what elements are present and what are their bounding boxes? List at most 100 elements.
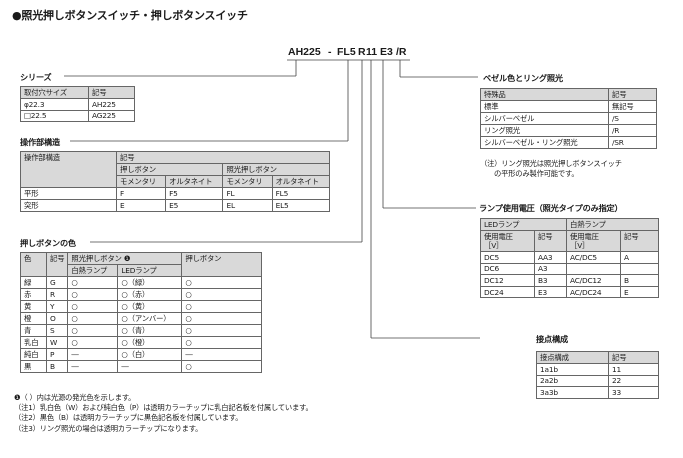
table-cell: ○ [67, 324, 119, 337]
table-cell: O [45, 312, 69, 325]
table-cell: 純白 [20, 348, 47, 361]
table-header-row: 色 記号 照光押しボタン ❶ 押しボタン [20, 252, 262, 277]
table-cell: G [45, 276, 69, 289]
table-cell: ○（赤） [117, 288, 183, 301]
header-cell: 記号 [116, 151, 330, 164]
table-row: 平形 F F5 FL FL5 [20, 187, 331, 200]
table-cell [620, 262, 659, 276]
footnotes: ❶（ ）内は光源の発光色を示します。 （注1）乳白色（W）および純白色（P）は透… [14, 393, 313, 434]
table-cell: /SR [608, 136, 657, 149]
table-cell: φ22.3 [20, 98, 89, 111]
table-cell: 黒 [20, 360, 47, 373]
code-voltage: E3 [380, 46, 393, 58]
table-cell: /S [608, 112, 657, 125]
table-cell: B3 [534, 274, 567, 287]
table-cell: F [115, 187, 167, 200]
contacts-heading: 接点構成 [536, 334, 568, 344]
header-cell: 記号 [88, 86, 135, 99]
table-cell: ○（緑） [117, 276, 183, 289]
page-title: ●照光押しボタンスイッチ・押しボタンスイッチ [12, 9, 248, 22]
table-cell: EL5 [271, 199, 331, 212]
table-cell: R [45, 288, 69, 301]
table-cell: ○ [181, 324, 262, 337]
header-cell: 照光押しボタン [222, 163, 330, 176]
table-cell: ○（橙） [117, 336, 183, 349]
table-cell: ○ [181, 312, 262, 325]
table-cell: EL [222, 199, 273, 212]
table-cell: 3a3b [536, 386, 609, 399]
table-row: φ22.3 AH225 [20, 98, 135, 111]
table-cell: □22.5 [20, 109, 89, 123]
table-cell: B [45, 360, 69, 373]
table-cell: FL [222, 187, 273, 200]
table-cell: E [620, 285, 659, 299]
table-cell: ○ [67, 336, 119, 349]
table-cell: ○ [181, 360, 262, 373]
series-heading: シリーズ [20, 72, 52, 82]
table-cell: W [45, 336, 69, 349]
table-cell [566, 262, 621, 276]
header-cell: モメンタリ [115, 175, 167, 188]
table-cell: S [45, 324, 69, 337]
code-bezel: /R [396, 46, 407, 58]
table-cell: B [620, 274, 659, 287]
table-header-row: 接点構成 記号 [536, 351, 659, 364]
header-cell: 使用電圧［V］ [480, 230, 535, 252]
header-cell: 記号 [608, 351, 659, 364]
color-heading: 押しボタンの色 [20, 238, 76, 248]
table-cell: ○ [67, 300, 119, 313]
table-cell: 乳白 [20, 336, 47, 349]
header-cell: 特殊品 [480, 88, 609, 101]
table-cell: 標準 [480, 100, 609, 113]
table-cell: 突形 [20, 199, 117, 212]
table-cell: 22 [608, 374, 659, 388]
bezel-heading: ベゼル色とリング照光 [483, 73, 563, 83]
bezel-table: 特殊品 記号 標準無記号 シルバーベゼル/S リング照光/R シルバーベゼル・リ… [480, 88, 657, 149]
header-cell: 記号 [45, 252, 69, 277]
table-cell: ― [181, 348, 262, 361]
table-cell: 赤 [20, 288, 47, 301]
table-header-row: LEDランプ 白熱ランプ [480, 218, 659, 231]
table-cell: F5 [165, 187, 224, 200]
unit-text: ［V］ [570, 241, 590, 250]
table-cell: ○（黄） [117, 300, 183, 313]
header-cell: LEDランプ [117, 264, 183, 277]
table-cell: AC/DC12 [566, 274, 621, 287]
table-cell: AH225 [88, 98, 135, 111]
table-cell: ○（白） [117, 348, 183, 361]
footnote: （注3）リング照光の場合は透明カラーチップになります。 [14, 423, 203, 433]
table-cell: ○ [181, 300, 262, 313]
table-cell: AC/DC5 [566, 251, 621, 264]
table-row: シルバーベゼル/S [480, 112, 657, 125]
table-row: 標準無記号 [480, 100, 657, 113]
header-cell: 使用電圧［V］ [566, 230, 621, 252]
table-row: リング照光/R [480, 124, 657, 137]
table-cell: A3 [534, 262, 567, 276]
table-cell: ― [67, 360, 119, 373]
table-cell: シルバーベゼル・リング照光 [480, 136, 609, 149]
header-cell: モメンタリ [222, 175, 273, 188]
table-cell: 1a1b [536, 363, 609, 376]
header-cell: 白熱ランプ [566, 218, 659, 231]
table-cell: ○ [67, 276, 119, 289]
header-cell: 記号 [534, 230, 567, 252]
header-cell: 操作部構造 [20, 151, 117, 188]
table-header-row: 特殊品 記号 [480, 88, 657, 101]
table-cell: ○ [181, 336, 262, 349]
header-cell: 取付穴サイズ [20, 86, 89, 99]
operation-heading: 操作部構造 [20, 137, 60, 147]
table-header-row: 取付穴サイズ 記号 [20, 86, 135, 99]
table-cell: 青 [20, 324, 47, 337]
table-cell: Y [45, 300, 69, 313]
table-cell: E5 [165, 199, 224, 212]
